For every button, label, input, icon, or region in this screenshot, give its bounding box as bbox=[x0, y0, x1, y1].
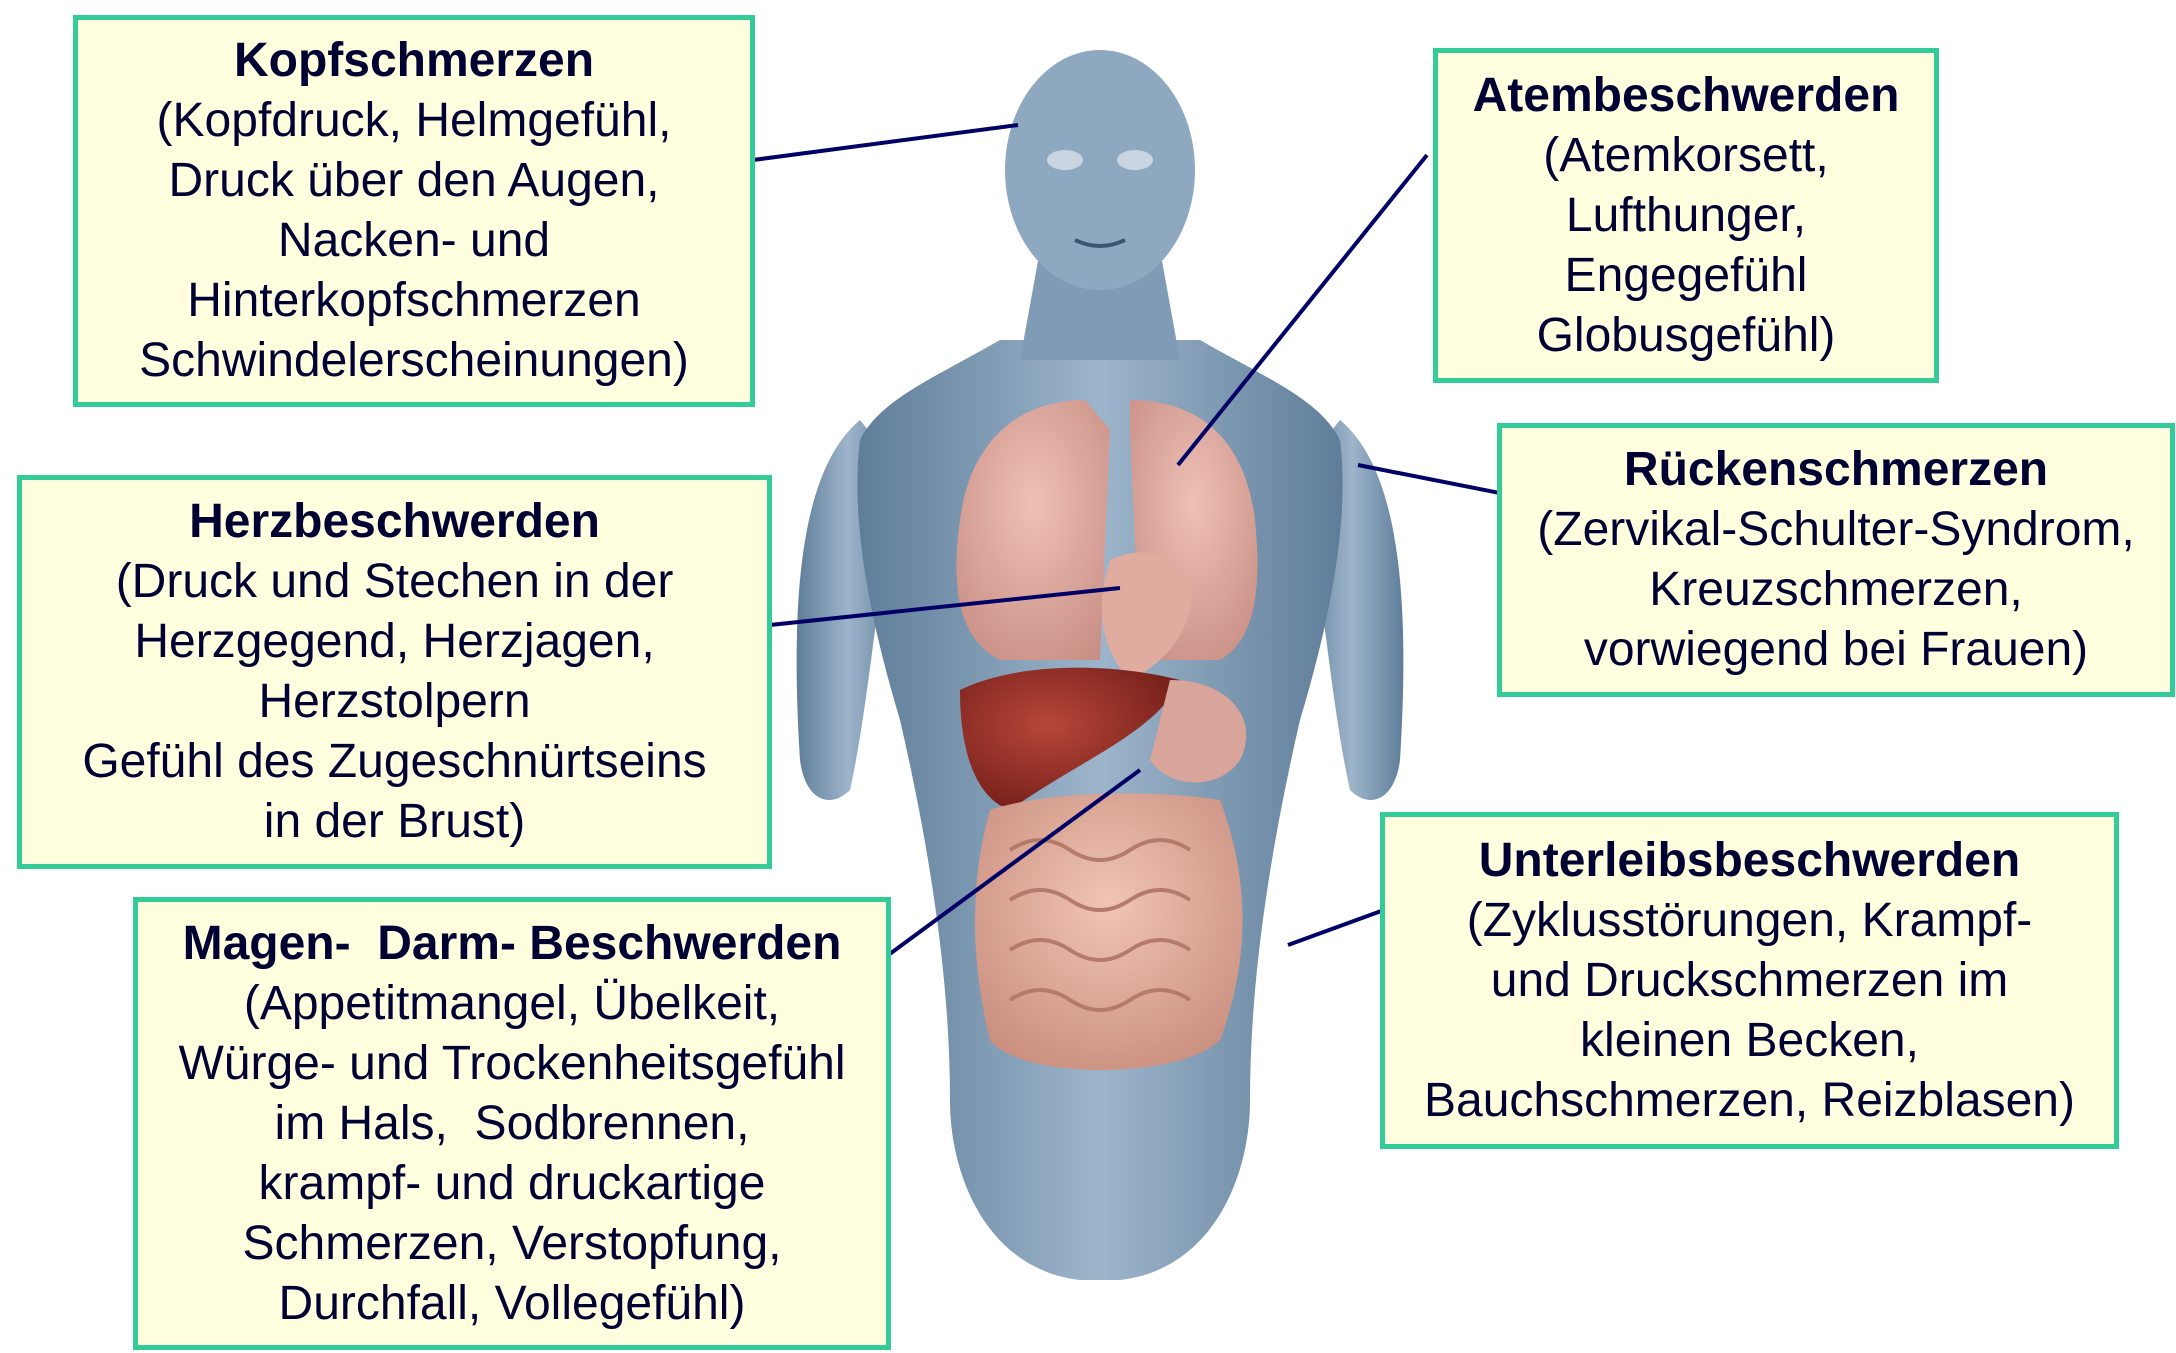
callout-line: Kreuzschmerzen, bbox=[1512, 560, 2160, 620]
callout-title: Rückenschmerzen bbox=[1512, 440, 2160, 500]
callout-line: Herzgegend, Herzjagen, bbox=[32, 612, 757, 672]
callout-herzbeschwerden: Herzbeschwerden (Druck und Stechen in de… bbox=[17, 475, 772, 869]
callout-title: Atembeschwerden bbox=[1448, 66, 1924, 126]
callout-line: Herzstolpern bbox=[32, 672, 757, 732]
callout-line: Gefühl des Zugeschnürtseins bbox=[32, 732, 757, 792]
callout-line: kleinen Becken, bbox=[1395, 1011, 2104, 1071]
callout-line: (Atemkorsett, bbox=[1448, 126, 1924, 186]
callout-title: Magen- Darm- Beschwerden bbox=[148, 914, 876, 974]
head-shape bbox=[1005, 50, 1195, 290]
callout-magen-darm-beschwerden: Magen- Darm- Beschwerden (Appetitmangel,… bbox=[133, 897, 891, 1350]
callout-line: Würge- und Trockenheitsgefühl bbox=[148, 1034, 876, 1094]
callout-line: (Zyklusstörungen, Krampf- bbox=[1395, 891, 2104, 951]
callout-line: (Appetitmangel, Übelkeit, bbox=[148, 974, 876, 1034]
left-eye-shape bbox=[1047, 150, 1083, 170]
callout-title: Kopfschmerzen bbox=[88, 31, 740, 91]
callout-line: Hinterkopfschmerzen bbox=[88, 271, 740, 331]
intestines-shape bbox=[975, 793, 1243, 1070]
callout-line: und Druckschmerzen im bbox=[1395, 951, 2104, 1011]
callout-line: krampf- und druckartige bbox=[148, 1154, 876, 1214]
callout-line: Schmerzen, Verstopfung, bbox=[148, 1214, 876, 1274]
callout-unterleibsbeschwerden: Unterleibsbeschwerden (Zyklusstörungen, … bbox=[1380, 812, 2119, 1149]
callout-title: Unterleibsbeschwerden bbox=[1395, 831, 2104, 891]
callout-rueckenschmerzen: Rückenschmerzen (Zervikal-Schulter-Syndr… bbox=[1497, 423, 2175, 697]
callout-line: Schwindelerscheinungen) bbox=[88, 331, 740, 391]
callout-line: (Zervikal-Schulter-Syndrom, bbox=[1512, 500, 2160, 560]
callout-line: Lufthunger, bbox=[1448, 186, 1924, 246]
callout-line: (Druck und Stechen in der bbox=[32, 552, 757, 612]
callout-line: Durchfall, Vollegefühl) bbox=[148, 1274, 876, 1334]
callout-line: in der Brust) bbox=[32, 792, 757, 852]
callout-atembeschwerden: Atembeschwerden (Atemkorsett, Lufthunger… bbox=[1433, 48, 1939, 383]
leader-line-kopf bbox=[753, 125, 1018, 160]
callout-line: Engegefühl bbox=[1448, 246, 1924, 306]
callout-line: (Kopfdruck, Helmgefühl, bbox=[88, 91, 740, 151]
callout-line: Bauchschmerzen, Reizblasen) bbox=[1395, 1071, 2104, 1131]
callout-line: im Hals, Sodbrennen, bbox=[148, 1094, 876, 1154]
callout-line: vorwiegend bei Frauen) bbox=[1512, 620, 2160, 680]
callout-kopfschmerzen: Kopfschmerzen (Kopfdruck, Helmgefühl, Dr… bbox=[73, 15, 755, 407]
callout-line: Nacken- und bbox=[88, 211, 740, 271]
callout-line: Druck über den Augen, bbox=[88, 151, 740, 211]
right-eye-shape bbox=[1117, 150, 1153, 170]
callout-line: Globusgefühl) bbox=[1448, 306, 1924, 366]
callout-title: Herzbeschwerden bbox=[32, 492, 757, 552]
